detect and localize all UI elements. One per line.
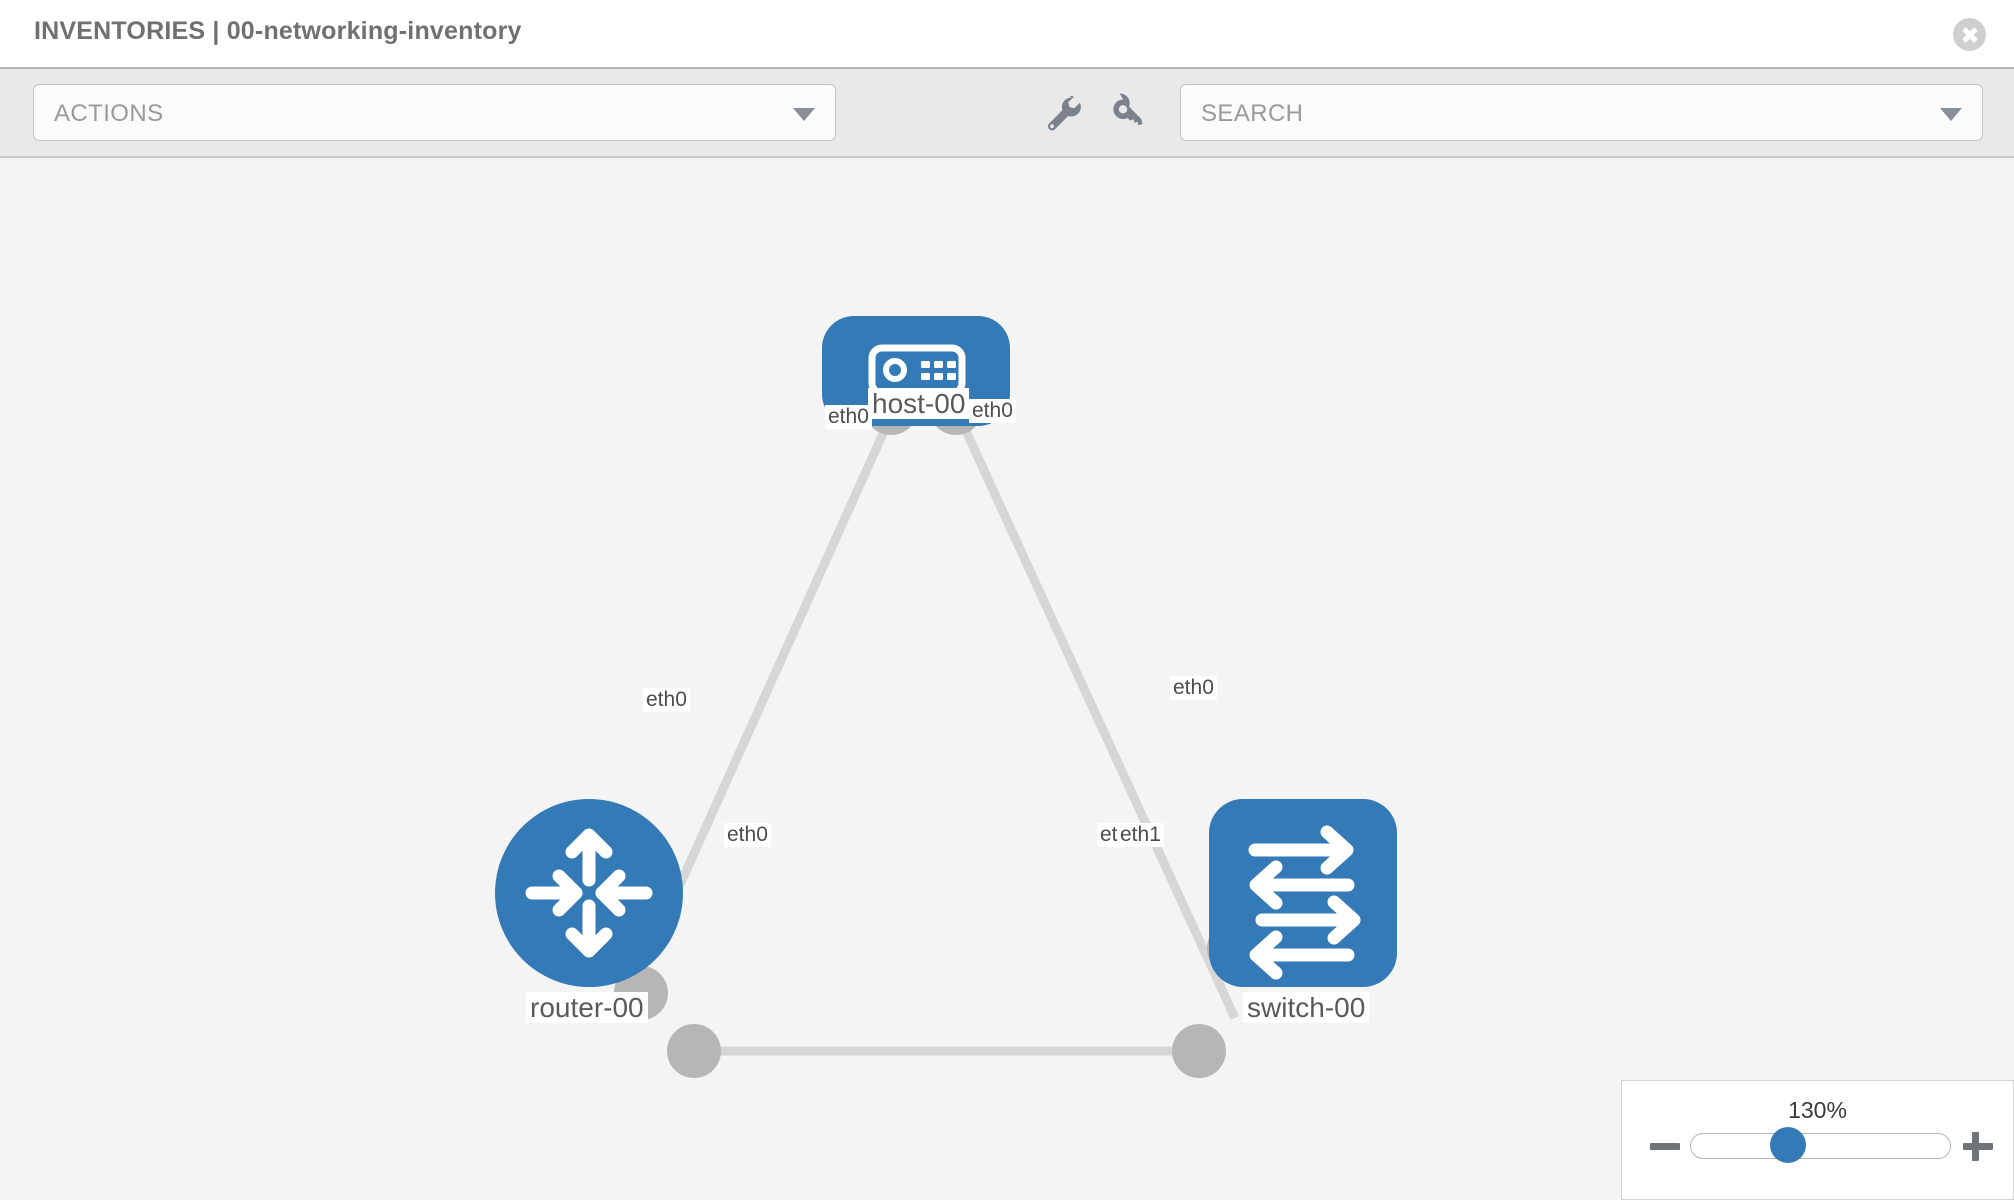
- iface-label-host-right: eth0: [969, 399, 1016, 424]
- node-label-switch-00: switch-00: [1243, 992, 1370, 1024]
- close-icon[interactable]: [1953, 18, 1986, 51]
- topology-ports: [614, 381, 1261, 1078]
- chevron-down-icon: [793, 108, 815, 121]
- zoom-slider-thumb[interactable]: [1770, 1127, 1806, 1163]
- zoom-level-value: 130%: [1788, 1097, 1847, 1123]
- wrench-icon[interactable]: [1040, 93, 1082, 135]
- iface-label-router-right: eth0: [724, 823, 771, 848]
- link-host-switch: [955, 416, 1240, 1020]
- key-icon[interactable]: [1107, 93, 1149, 135]
- minus-icon[interactable]: [1648, 1129, 1682, 1163]
- topology-canvas[interactable]: eth0 eth0 eth0 eth0 eth0 eth eth1 host-0…: [0, 158, 2014, 1200]
- page-header: INVENTORIES | 00-networking-inventory: [0, 0, 2014, 69]
- port-router-right: [667, 1024, 721, 1078]
- chevron-down-icon: [1940, 108, 1962, 121]
- plus-icon[interactable]: [1961, 1129, 1995, 1163]
- toolbar: ACTIONS SEARCH: [0, 69, 2014, 158]
- iface-label-router-upper: eth0: [643, 688, 690, 713]
- actions-dropdown-label: ACTIONS: [54, 100, 164, 127]
- minus-icon-bar: [1650, 1143, 1680, 1150]
- zoom-slider[interactable]: [1690, 1133, 1951, 1159]
- iface-label-switch-left: eth1: [1117, 823, 1164, 848]
- zoom-control-panel: 130%: [1621, 1080, 2014, 1200]
- node-router-00: [495, 799, 683, 987]
- page-title: INVENTORIES | 00-networking-inventory: [34, 17, 522, 45]
- node-label-host-00: host-00: [868, 388, 970, 420]
- port-switch-left: [1172, 1024, 1226, 1078]
- node-switch-00: [1209, 799, 1397, 987]
- actions-dropdown[interactable]: ACTIONS: [33, 84, 836, 141]
- plus-icon-bar-vertical: [1972, 1132, 1979, 1161]
- iface-label-host-left: eth0: [825, 405, 872, 430]
- node-label-router-00: router-00: [526, 992, 648, 1024]
- iface-label-switch-upper: eth0: [1170, 676, 1217, 701]
- search-input[interactable]: SEARCH: [1180, 84, 1983, 141]
- topology-links: [615, 416, 1240, 1056]
- search-input-placeholder: SEARCH: [1201, 100, 1304, 127]
